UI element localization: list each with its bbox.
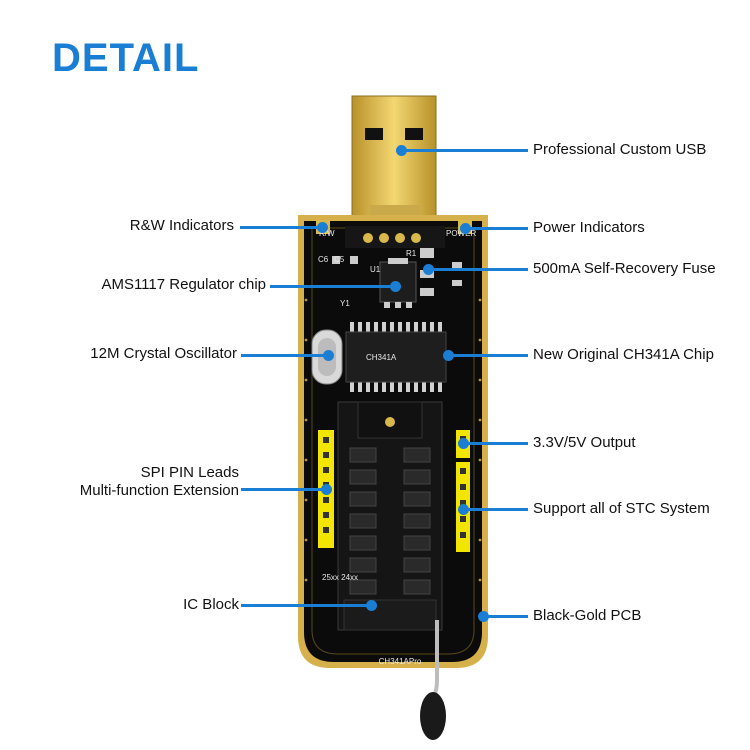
silk-chip: CH341A xyxy=(366,353,397,362)
leader-output-dot xyxy=(458,438,469,449)
leader-output xyxy=(465,442,528,445)
page-title: DETAIL xyxy=(52,36,200,80)
leader-crystal xyxy=(241,354,331,357)
leader-ic-dot xyxy=(366,600,377,611)
label-fuse: 500mA Self-Recovery Fuse xyxy=(533,260,716,277)
leader-fuse-dot xyxy=(423,264,434,275)
usb-connector xyxy=(351,95,437,227)
silk-board-name: CH341APro xyxy=(379,657,422,666)
label-ch341a: New Original CH341A Chip xyxy=(533,346,714,363)
label-rw-indicators: R&W Indicators xyxy=(129,217,234,234)
label-power-indicators: Power Indicators xyxy=(533,219,645,236)
silk-power: POWER xyxy=(446,229,476,238)
leader-rw-dot xyxy=(317,222,328,233)
silk-u1: U1 xyxy=(370,265,381,274)
silk-socket: 25xx 24xx xyxy=(322,573,358,582)
leader-ch341 xyxy=(450,354,528,357)
label-output: 3.3V/5V Output xyxy=(533,434,636,451)
label-ic-block: IC Block xyxy=(183,596,239,613)
label-usb: Professional Custom USB xyxy=(533,141,707,158)
leader-stc xyxy=(465,508,528,511)
socket-lever xyxy=(420,620,446,740)
leader-ic xyxy=(241,604,371,607)
leader-pcb-dot xyxy=(478,611,489,622)
leader-ams xyxy=(270,285,395,288)
leader-pcb xyxy=(485,615,528,618)
label-stc: Support all of STC System xyxy=(533,500,710,517)
ch341a-chip xyxy=(345,322,447,392)
leader-crystal-dot xyxy=(323,350,334,361)
leader-power xyxy=(466,227,528,230)
leader-spi xyxy=(241,488,327,491)
leader-power-dot xyxy=(460,223,471,234)
silk-c5: C5 xyxy=(334,255,345,264)
leader-ch341-dot xyxy=(443,350,454,361)
ic-socket xyxy=(337,401,443,631)
leader-usb xyxy=(400,149,528,152)
label-multifunction-extension: Multi-function Extension xyxy=(79,482,239,499)
leader-rw xyxy=(240,226,322,229)
silk-c6: C6 xyxy=(318,255,329,264)
silk-r1: R1 xyxy=(406,249,417,258)
label-ams1117: AMS1117 Regulator chip xyxy=(101,276,266,293)
leader-stc-dot xyxy=(458,504,469,515)
silk-rw: R/W xyxy=(319,229,335,238)
label-crystal: 12M Crystal Oscillator xyxy=(90,345,237,362)
leader-spi-dot xyxy=(321,484,332,495)
label-spi-pin-leads: SPI PIN Leads xyxy=(140,464,239,481)
leader-ams-dot xyxy=(390,281,401,292)
leader-fuse xyxy=(430,268,528,271)
label-black-gold-pcb: Black-Gold PCB xyxy=(533,607,642,624)
silk-y1: Y1 xyxy=(340,299,350,308)
